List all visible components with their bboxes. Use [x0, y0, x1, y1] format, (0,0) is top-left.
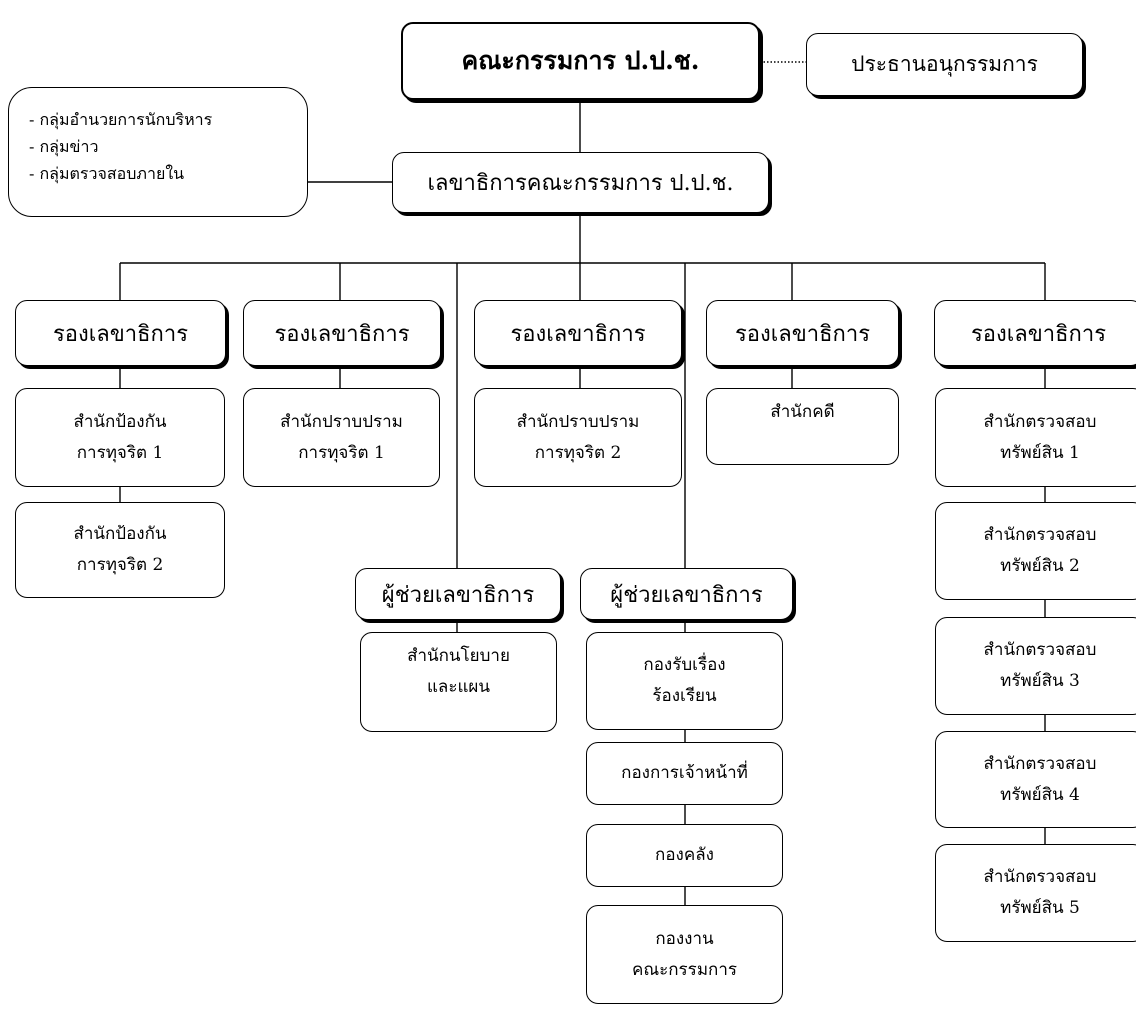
unit-line: กองคลัง — [655, 845, 714, 865]
support-unit-item: - กลุ่มอำนวยการนักบริหาร — [29, 110, 213, 129]
deputy-label: รองเลขาธิการ — [510, 321, 646, 347]
unit-line: ทรัพย์สิน 5 — [1000, 898, 1080, 918]
deputy-label: รองเลขาธิการ — [734, 321, 871, 347]
unit-box: สำนักนโยบาย และแผน — [360, 632, 557, 732]
support-unit-item: - กลุ่มตรวจสอบภายใน — [29, 164, 185, 183]
unit-line: สำนักนโยบาย — [407, 646, 510, 666]
unit-line: คณะกรรมการ — [631, 959, 737, 980]
unit-line: ร้องเรียน — [652, 686, 717, 706]
secretary-general-box: เลขาธิการคณะกรรมการ ป.ป.ช. — [392, 152, 769, 213]
assistant-box: ผู้ช่วยเลขาธิการ — [355, 568, 561, 620]
unit-line: สำนักป้องกัน — [73, 411, 167, 432]
unit-line: สำนักตรวจสอบ — [983, 411, 1097, 432]
unit-box: สำนักตรวจสอบ ทรัพย์สิน 1 — [935, 388, 1136, 487]
unit-line: ทรัพย์สิน 2 — [1000, 556, 1080, 576]
secretary-general-label: เลขาธิการคณะกรรมการ ป.ป.ช. — [427, 171, 734, 196]
unit-box: สำนักป้องกัน การทุจริต 1 — [15, 388, 225, 487]
unit-box: สำนักปราบปราม การทุจริต 2 — [474, 388, 682, 487]
assistant-label: ผู้ช่วยเลขาธิการ — [381, 582, 535, 608]
unit-box: สำนักตรวจสอบ ทรัพย์สิน 3 — [935, 617, 1136, 715]
unit-box: สำนักตรวจสอบ ทรัพย์สิน 5 — [935, 844, 1136, 942]
unit-line: กองรับเรื่อง — [643, 655, 726, 675]
unit-line: สำนักปราบปราม — [280, 411, 403, 432]
unit-box: สำนักป้องกัน การทุจริต 2 — [15, 502, 225, 598]
unit-box: กองรับเรื่อง ร้องเรียน — [586, 632, 783, 730]
committee-label: คณะกรรมการ ป.ป.ช. — [461, 46, 700, 75]
unit-box: กองคลัง — [586, 824, 783, 887]
unit-line: ทรัพย์สิน 4 — [1000, 784, 1080, 805]
unit-line: กองงาน — [655, 928, 714, 949]
deputy-label: รองเลขาธิการ — [274, 321, 410, 347]
subcommittee-chair-label: ประธานอนุกรรมการ — [851, 52, 1038, 76]
committee-box: คณะกรรมการ ป.ป.ช. — [401, 22, 760, 100]
unit-line: สำนักป้องกัน — [73, 524, 167, 544]
unit-line: สำนักตรวจสอบ — [983, 867, 1097, 887]
assistant-box: ผู้ช่วยเลขาธิการ — [580, 568, 793, 620]
support-unit-item: - กลุ่มข่าว — [29, 137, 99, 156]
deputy-box: รองเลขาธิการ — [243, 300, 441, 366]
unit-line: ทรัพย์สิน 3 — [1000, 671, 1080, 691]
unit-line: การทุจริต 2 — [534, 442, 622, 463]
unit-line: สำนักตรวจสอบ — [983, 640, 1097, 660]
unit-line: ทรัพย์สิน 1 — [1000, 442, 1080, 463]
unit-line: การทุจริต 2 — [76, 555, 164, 575]
subcommittee-chair-box: ประธานอนุกรรมการ — [806, 33, 1083, 96]
deputy-box: รองเลขาธิการ — [474, 300, 682, 366]
deputy-label: รองเลขาธิการ — [970, 321, 1107, 347]
unit-line: และแผน — [426, 677, 491, 697]
unit-box: สำนักตรวจสอบ ทรัพย์สิน 4 — [935, 731, 1136, 828]
unit-line: สำนักตรวจสอบ — [983, 525, 1097, 545]
deputy-box: รองเลขาธิการ — [706, 300, 899, 366]
unit-line: สำนักปราบปราม — [516, 411, 640, 432]
unit-box: กองการเจ้าหน้าที่ — [586, 742, 783, 805]
unit-box: สำนักปราบปราม การทุจริต 1 — [243, 388, 440, 487]
unit-line: การทุจริต 1 — [76, 442, 164, 463]
unit-box: สำนักคดี — [706, 388, 899, 465]
support-units-box: - กลุ่มอำนวยการนักบริหาร - กลุ่มข่าว - ก… — [8, 87, 308, 217]
deputy-label: รองเลขาธิการ — [52, 321, 189, 347]
assistant-label: ผู้ช่วยเลขาธิการ — [610, 582, 763, 608]
unit-box: สำนักตรวจสอบ ทรัพย์สิน 2 — [935, 502, 1136, 600]
unit-line: การทุจริต 1 — [298, 442, 385, 463]
unit-box: กองงาน คณะกรรมการ — [586, 905, 783, 1004]
deputy-box: รองเลขาธิการ — [15, 300, 226, 366]
unit-line: กองการเจ้าหน้าที่ — [621, 763, 748, 783]
unit-line: สำนักคดี — [770, 402, 835, 422]
deputy-box: รองเลขาธิการ — [934, 300, 1136, 366]
unit-line: สำนักตรวจสอบ — [983, 753, 1097, 774]
